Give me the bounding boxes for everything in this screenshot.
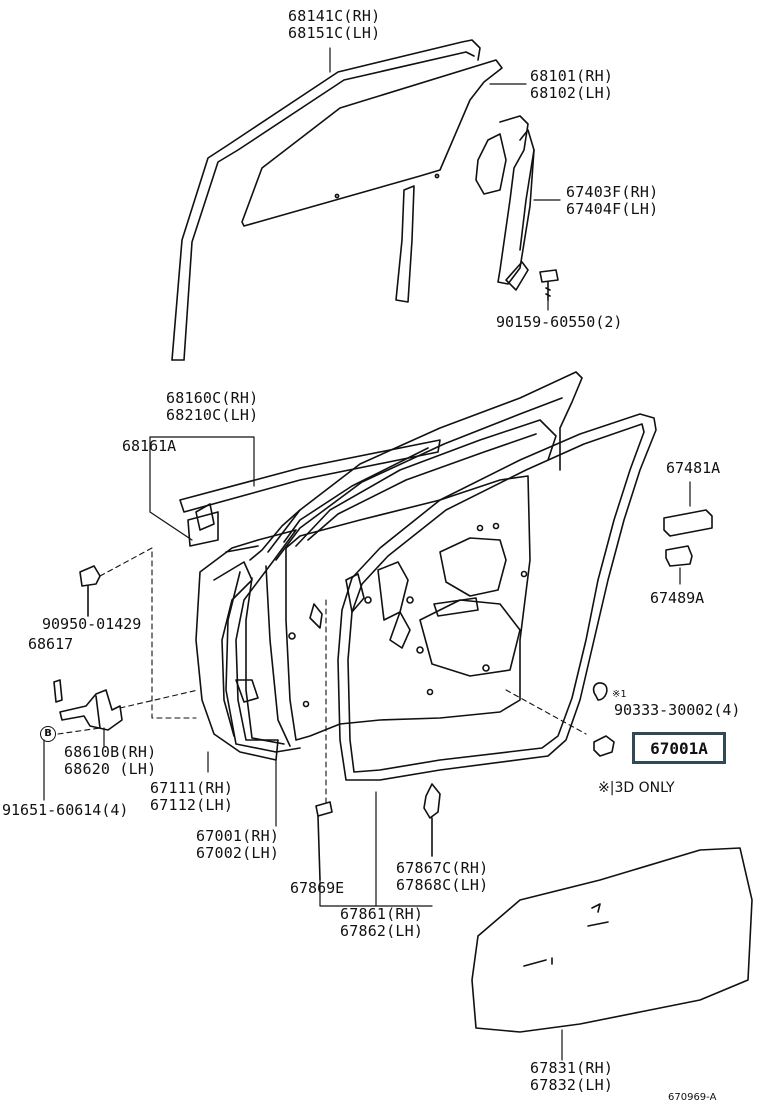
label-67869e: 67869E (290, 879, 345, 897)
label-68101: 68101(RH) 68102(LH) (530, 68, 613, 102)
label-68161a: 68161A (122, 437, 177, 455)
label-90159: 90159-60550(2) (496, 313, 623, 331)
door-inner-frame (225, 371, 583, 753)
door-inner-panel (235, 475, 531, 741)
retainer-clip (423, 783, 441, 857)
label-68210c-lh: 68210C(LH) (166, 406, 259, 424)
label-90950: 90950-01429 (42, 615, 142, 633)
label-68141c: 68141C(RH) 68151C(LH) (288, 8, 380, 42)
label-67403f-rh: 67403F(RH) (566, 183, 659, 201)
window-frame-strip (295, 419, 557, 547)
leader-lines-lower (43, 727, 433, 907)
label-68610b-rh: 68610B(RH) (64, 743, 157, 761)
bolt-mark-b: B (40, 726, 56, 742)
label-68101-rh: 68101(RH) (530, 67, 614, 85)
label-67867c: 67867C(RH) 67868C(LH) (396, 860, 488, 894)
label-67002-lh: 67002(LH) (196, 844, 280, 862)
window-regulator (475, 115, 535, 291)
pin-68617 (53, 679, 63, 703)
label-68610b: 68610B(RH) 68620 (LH) (64, 744, 156, 778)
mark-90333: ※1 (612, 689, 627, 700)
label-67831-rh: 67831(RH) (530, 1059, 614, 1077)
drawing-reference: 670969-A (668, 1092, 717, 1103)
label-67001: 67001(RH) 67002(LH) (196, 828, 279, 862)
label-67403f: 67403F(RH) 67404F(LH) (566, 184, 658, 218)
label-67861: 67861(RH) 67862(LH) (340, 906, 423, 940)
label-68160c-rh: 68160C(RH) (166, 389, 259, 407)
label-68160c: 68160C(RH) 68210C(LH) (166, 390, 258, 424)
highlighted-part-67001a[interactable]: 67001A (632, 732, 726, 764)
door-hinge (59, 689, 123, 731)
door-weatherstrip (337, 413, 657, 781)
label-67001-rh: 67001(RH) (196, 827, 280, 845)
regulator-bolt (539, 269, 559, 301)
label-68141c-rh: 68141C(RH) (288, 7, 381, 25)
label-67861-rh: 67861(RH) (340, 905, 424, 923)
label-68617: 68617 (28, 635, 74, 653)
hole-plug-67001a (593, 735, 615, 757)
label-67001a: 67001A (650, 738, 708, 758)
screw-67869e (315, 801, 333, 881)
glass-run-channel (171, 39, 481, 361)
rear-run-channel (395, 185, 415, 303)
label-67404f-lh: 67404F(LH) (566, 200, 659, 218)
label-67111: 67111(RH) 67112(LH) (150, 780, 233, 814)
label-67489a: 67489A (650, 589, 705, 607)
label-67112-lh: 67112(LH) (150, 796, 234, 814)
label-67832-lh: 67832(LH) (530, 1076, 614, 1094)
bolt-90950 (79, 565, 101, 617)
leader-lines-belt (149, 436, 255, 541)
label-68620-lh: 68620 (LH) (64, 760, 157, 778)
door-bumper-67489 (665, 545, 693, 567)
leader-lines-upper (329, 47, 561, 311)
door-glass (241, 59, 503, 227)
belt-moulding (179, 439, 441, 547)
leader-lines-bumpers (679, 481, 691, 585)
dashed-leaders (57, 547, 587, 807)
label-67868c-lh: 67868C(LH) (396, 876, 489, 894)
label-67111-rh: 67111(RH) (150, 779, 234, 797)
label-90333: 90333-30002(4) (614, 701, 741, 719)
door-panel-outer (195, 529, 297, 761)
label-67831: 67831(RH) 67832(LH) (530, 1060, 613, 1094)
door-bumper-67481 (663, 509, 713, 537)
note-3d-only: ※|3D ONLY (598, 780, 675, 796)
service-hole-cover (471, 847, 753, 1033)
label-67867c-rh: 67867C(RH) (396, 859, 489, 877)
label-91651: 91651-60614(4) (2, 801, 129, 819)
label-67481a: 67481A (666, 459, 721, 477)
label-68102-lh: 68102(LH) (530, 84, 614, 102)
clip-90333 (592, 682, 608, 701)
label-68151c-lh: 68151C(LH) (288, 24, 381, 42)
label-67862-lh: 67862(LH) (340, 922, 424, 940)
